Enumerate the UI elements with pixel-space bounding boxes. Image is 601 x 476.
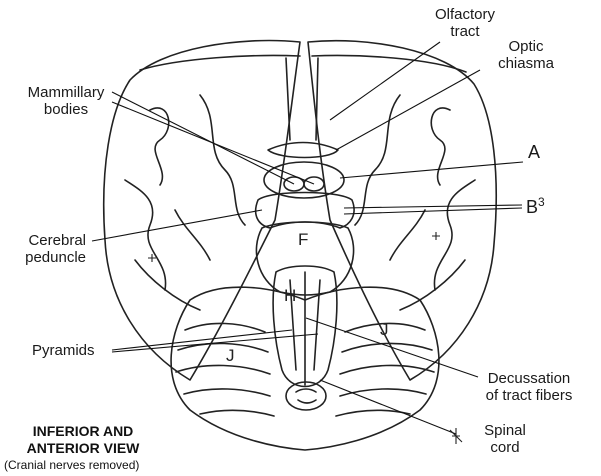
label-cerebral-line2: peduncle — [4, 249, 86, 266]
plus-marker-right — [432, 232, 440, 240]
label-b-superscript: 3 — [538, 195, 545, 209]
leader-mammillary-2 — [112, 102, 314, 184]
label-olfactory-tract: Olfactory tract — [410, 6, 520, 40]
label-mammillary-line2: bodies — [6, 101, 126, 118]
structure-letter-j-right: J — [380, 320, 389, 340]
spinal-symbol — [450, 428, 462, 444]
leader-optic — [336, 70, 480, 150]
left-hemisphere — [104, 41, 300, 380]
structure-letter-j-left: J — [226, 346, 235, 366]
label-a: A — [528, 142, 540, 162]
caption-title-line1: INFERIOR AND — [8, 423, 158, 440]
label-optic-line1: Optic — [476, 38, 576, 55]
label-optic-chiasma: Optic chiasma — [476, 38, 576, 72]
caption-title-line2: ANTERIOR VIEW — [8, 440, 158, 457]
label-mammillary-line1: Mammillary — [6, 84, 126, 101]
label-decussation-line2: of tract fibers — [464, 387, 594, 404]
leader-spinal — [320, 380, 456, 434]
leader-olfactory — [330, 42, 440, 120]
label-optic-line2: chiasma — [476, 55, 576, 72]
label-mammillary-bodies: Mammillary bodies — [6, 84, 126, 118]
label-spinal-cord: Spinal cord — [470, 422, 540, 456]
label-decussation-line1: Decussation — [464, 370, 594, 387]
label-cerebral-line1: Cerebral — [4, 232, 86, 249]
label-decussation: Decussation of tract fibers — [464, 370, 594, 404]
leader-pyramids-1 — [112, 330, 292, 350]
label-spinal-line1: Spinal — [470, 422, 540, 439]
label-cerebral-peduncle: Cerebral peduncle — [4, 232, 86, 266]
leader-decussation — [306, 318, 478, 377]
label-olfactory-line1: Olfactory — [410, 6, 520, 23]
caption-subtitle: (Cranial nerves removed) — [4, 458, 139, 472]
leader-mammillary-1 — [112, 92, 294, 184]
structure-letter-h: H — [284, 286, 296, 306]
label-spinal-line2: cord — [470, 439, 540, 456]
label-pyramids: Pyramids — [32, 342, 95, 359]
label-b-letter: B — [526, 197, 538, 217]
structure-letter-f: F — [298, 230, 308, 250]
label-b: B3 — [526, 192, 545, 217]
caption-title: INFERIOR AND ANTERIOR VIEW — [8, 423, 158, 457]
